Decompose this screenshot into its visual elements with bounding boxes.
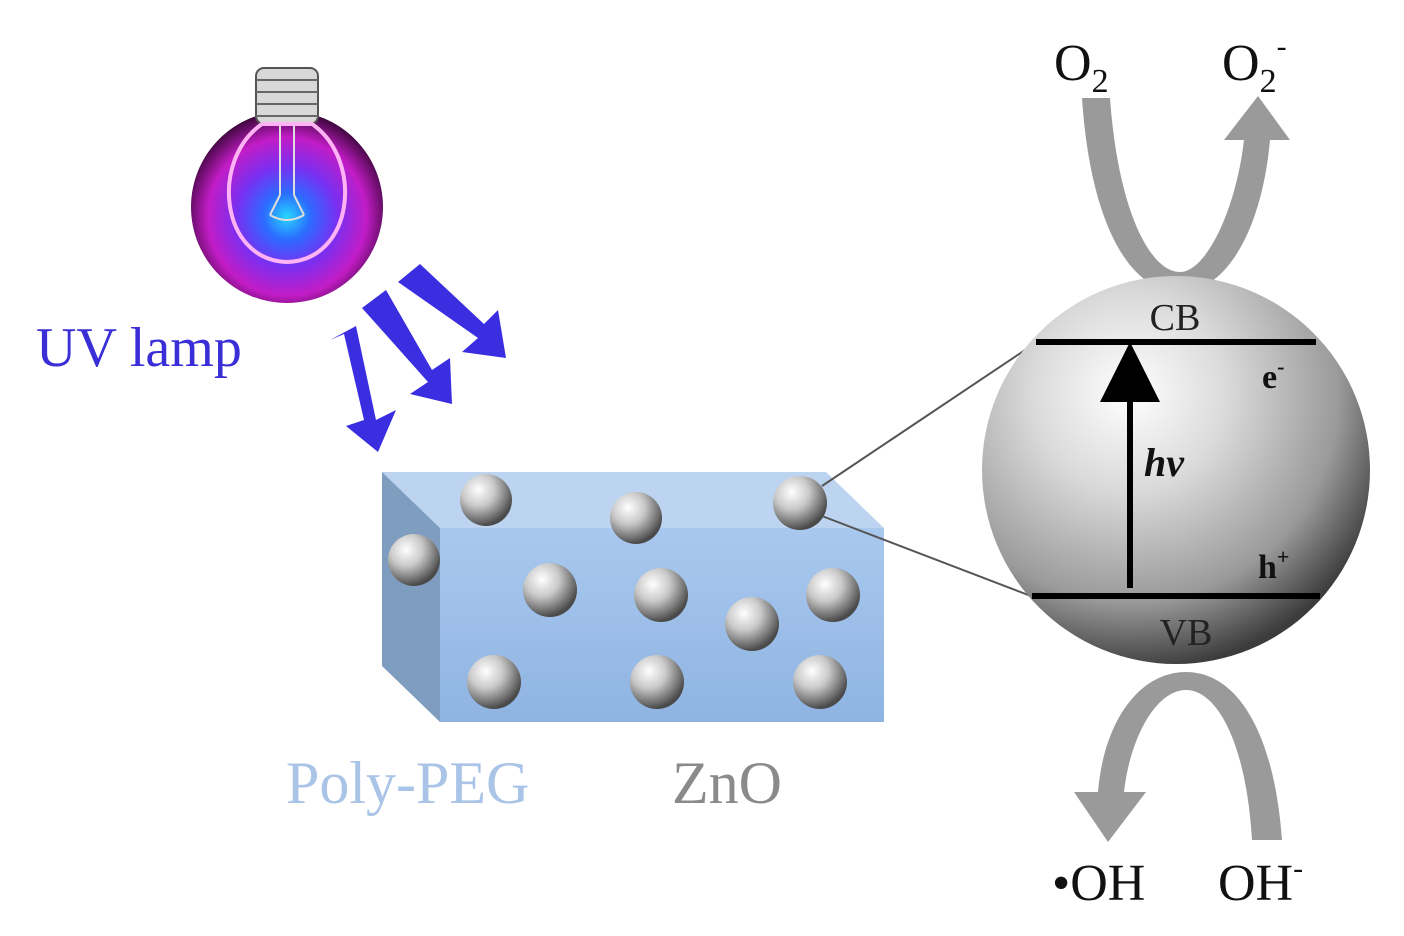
sphere-particle-icon <box>460 474 512 526</box>
sphere-particle-icon <box>634 568 688 622</box>
poly-peg-label: Poly-PEG <box>286 750 529 816</box>
photon-label: hv <box>1144 440 1185 485</box>
zno-label: ZnO <box>672 750 782 816</box>
sphere-particle-icon <box>806 568 860 622</box>
uv-ray-arrow <box>362 290 452 404</box>
sphere-particle-icon <box>610 492 662 544</box>
light-bulb-icon <box>191 67 383 303</box>
zoom-line <box>821 515 1037 599</box>
electron-label: e- <box>1262 354 1284 396</box>
zno-particle-enlarged <box>982 276 1370 664</box>
uv-ray-arrow <box>330 326 396 452</box>
uv-rays <box>330 264 506 452</box>
uv-lamp-label: UV lamp <box>36 317 242 379</box>
sphere-particle-icon <box>467 655 521 709</box>
sphere-particle-icon <box>630 655 684 709</box>
sphere-particle-icon <box>523 563 577 617</box>
sphere-particle-icon <box>793 655 847 709</box>
sphere-particle-icon <box>773 476 827 530</box>
hydroxide-label: OH- <box>1218 852 1303 912</box>
vb-label: VB <box>1160 612 1213 654</box>
zno-particles <box>388 474 860 709</box>
uv-ray-arrow <box>398 264 506 358</box>
zoom-line <box>821 339 1041 487</box>
oxygen-label: O2 <box>1054 35 1109 100</box>
hole-label: h+ <box>1258 544 1289 586</box>
reduction-arrow <box>1082 96 1290 292</box>
superoxide-label: O2- <box>1222 30 1287 100</box>
sphere-particle-icon <box>388 534 440 586</box>
oxidation-arrow <box>1074 672 1282 842</box>
hydroxyl-radical-label: •OH <box>1052 855 1145 912</box>
cb-label: CB <box>1150 297 1201 339</box>
sphere-particle-icon <box>725 597 779 651</box>
